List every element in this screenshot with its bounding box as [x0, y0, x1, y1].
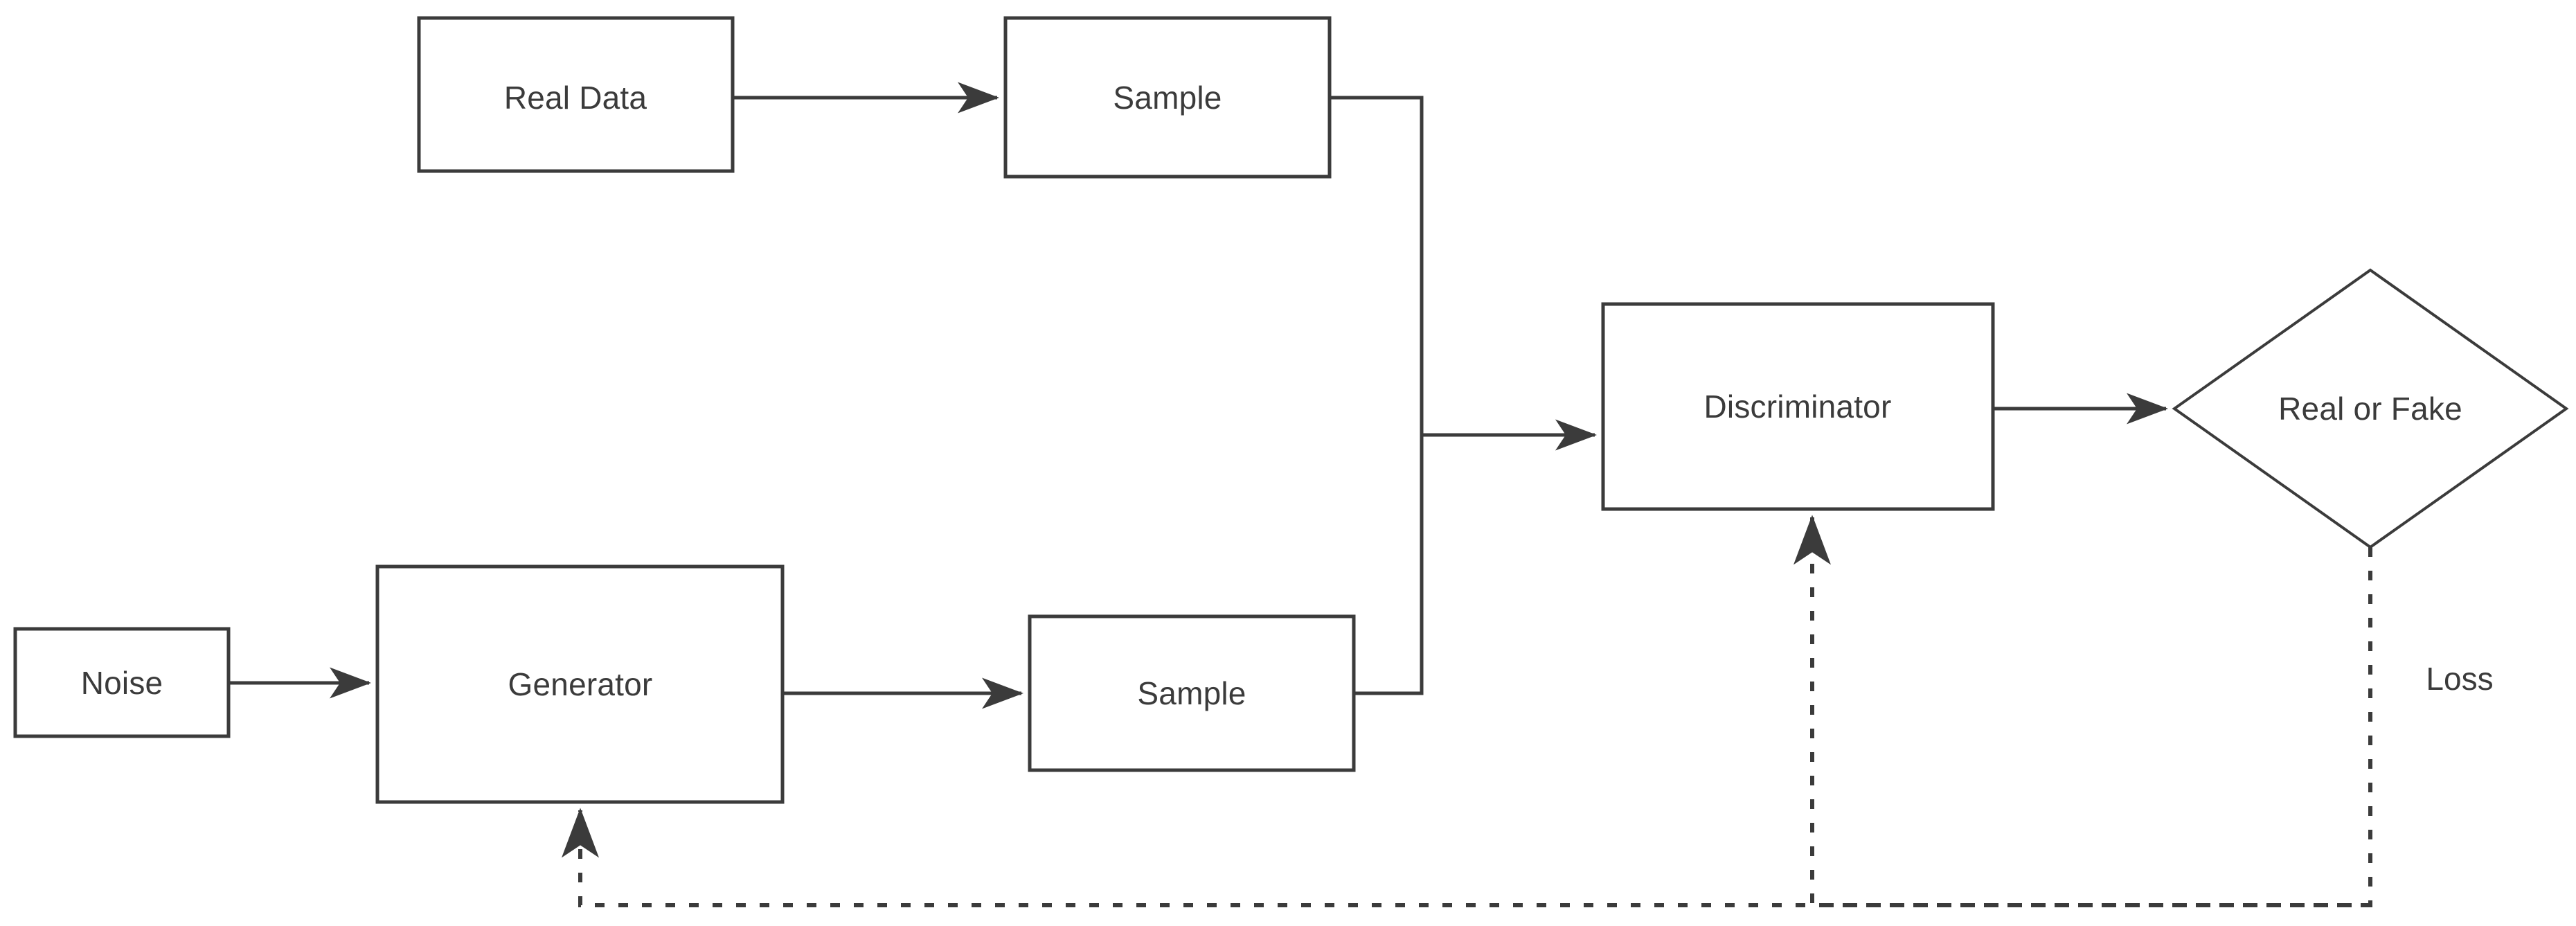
edge-loss-to-discriminator	[1794, 515, 2372, 907]
edge-loss-to-generator	[562, 808, 2370, 907]
edge-sample-fake-to-merge	[1354, 435, 1424, 695]
node-rect-sample-fake[interactable]	[1028, 614, 1356, 772]
node-shapes	[13, 16, 2569, 804]
node-rect-noise[interactable]	[13, 627, 231, 738]
node-rect-real-data[interactable]	[417, 16, 735, 173]
node-rect-discriminator[interactable]	[1601, 302, 1995, 511]
edge-label-loss: Loss	[2426, 661, 2494, 697]
edges-dashed	[562, 515, 2372, 907]
node-diamond-real-or-fake[interactable]	[2172, 268, 2569, 549]
node-rect-sample-real[interactable]	[1003, 16, 1332, 179]
node-rect-generator[interactable]	[375, 564, 785, 804]
edge-sample-real-to-merge	[1330, 96, 1424, 435]
edges-solid	[229, 82, 2169, 709]
